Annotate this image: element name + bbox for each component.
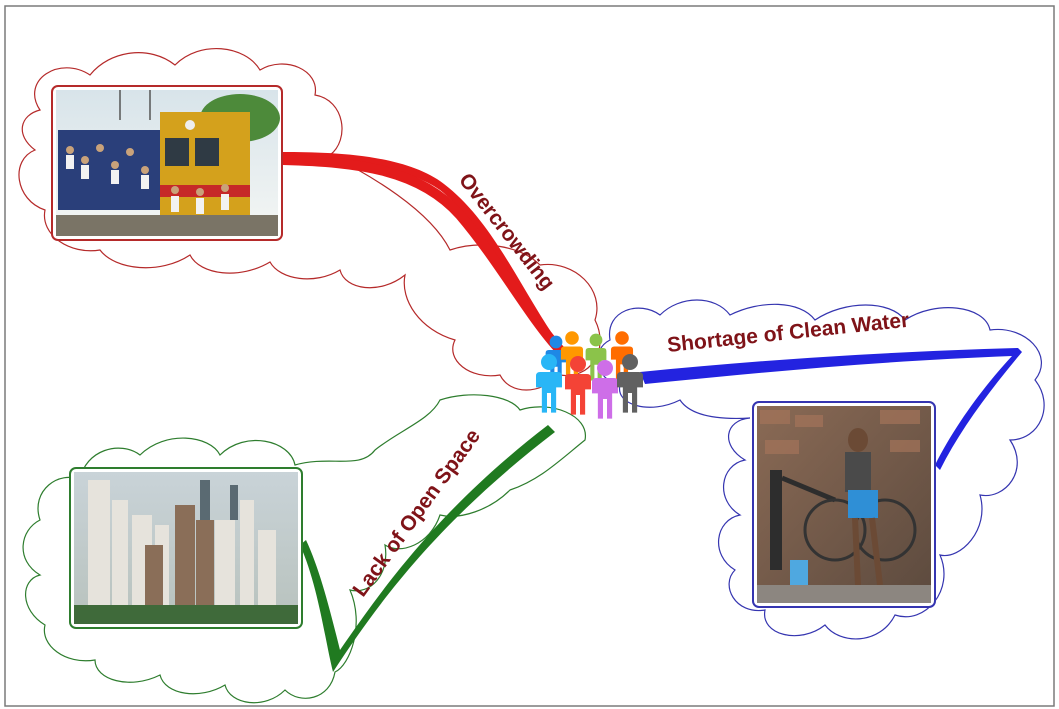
hand-water-pump-photo: [752, 401, 936, 608]
branch-water: Shortage of Clean Water: [597, 299, 1045, 640]
openspace-branch-line: [300, 425, 555, 672]
person-figure: [592, 360, 618, 419]
person-figure: [536, 354, 562, 413]
dense-skyscrapers-photo: [69, 467, 303, 629]
people-crowd-icon: [536, 331, 643, 419]
person-figure: [617, 354, 643, 413]
crowded-train-photo: [51, 85, 283, 241]
branch-overcrowding: Overcrowding: [18, 47, 601, 391]
person-figure: [565, 356, 591, 415]
water-cloud: [597, 299, 1045, 640]
